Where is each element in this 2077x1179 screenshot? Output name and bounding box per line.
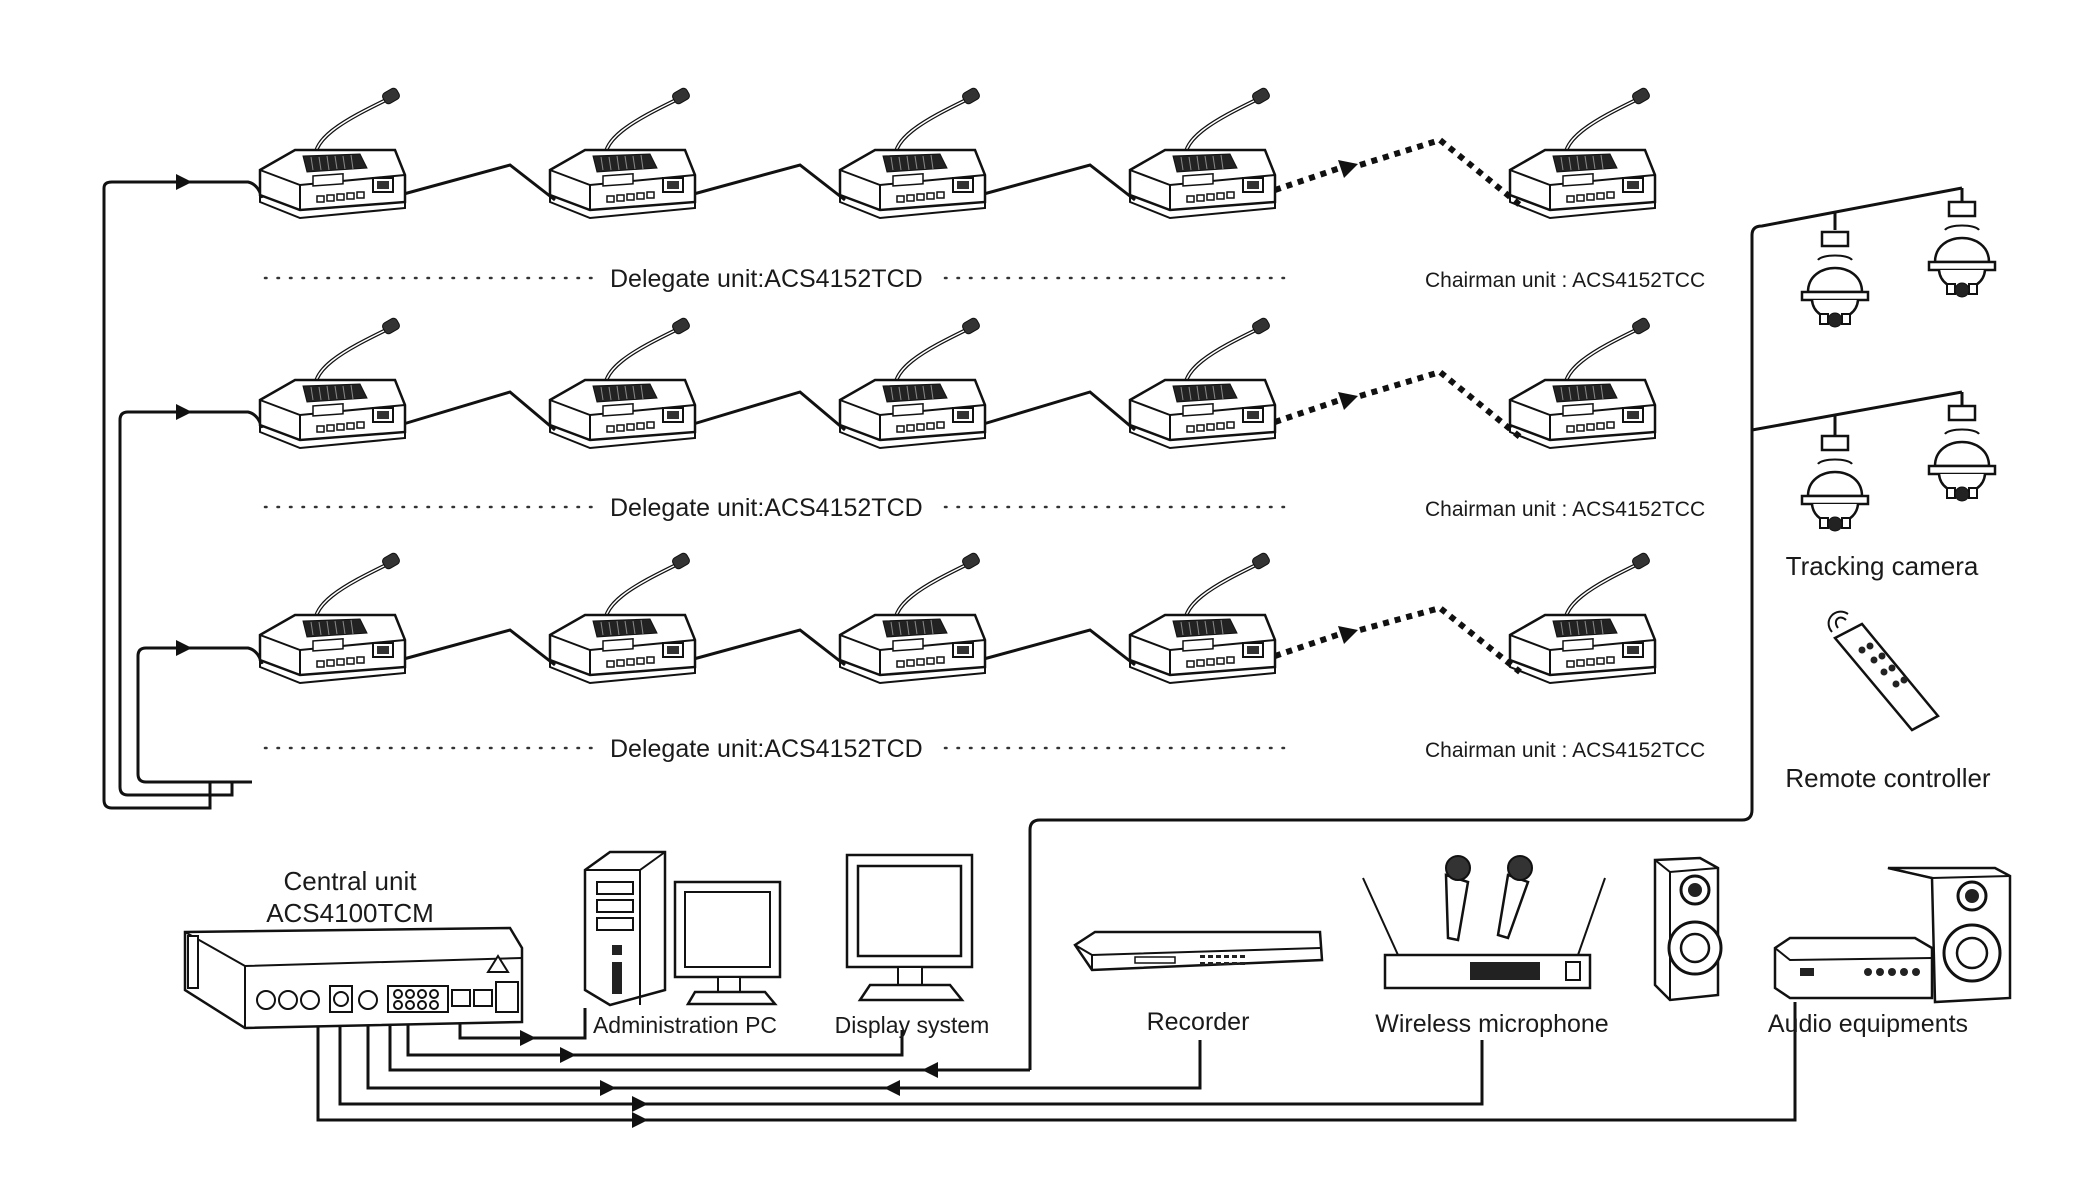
delegate-unit-icon: [838, 549, 987, 685]
delegate-unit-icon: [838, 84, 987, 220]
feed-wire-row-3: [136, 646, 264, 784]
recorder-icon: [1073, 930, 1324, 972]
delegate-unit-icon: [548, 84, 697, 220]
audio-equipments-label: Audio equipments: [1768, 1010, 1968, 1038]
wireless-microphone-label: Wireless microphone: [1375, 1010, 1608, 1038]
delegate-unit-icon: [258, 549, 407, 685]
remote-controller-label: Remote controller: [1785, 763, 1991, 793]
chairman-unit-label-row-3: Chairman unit : ACS4152TCC: [1425, 739, 1705, 762]
dome-camera-icon: [1927, 404, 1997, 503]
feed-wire-row-2: [118, 410, 264, 797]
row-3-units: [258, 549, 1657, 685]
delegate-unit-label-row-2: Delegate unit:ACS4152TCD: [610, 494, 923, 522]
administration-pc-label: Administration PC: [593, 1012, 777, 1038]
tracking-camera-label: Tracking camera: [1786, 551, 1979, 581]
tracking-cameras: [1800, 200, 1997, 533]
arrow-marker: [176, 640, 192, 656]
delegate-unit-icon: [548, 549, 697, 685]
chairman-unit-label-row-1: Chairman unit : ACS4152TCC: [1425, 269, 1705, 292]
delegate-unit-icon: [258, 84, 407, 220]
delegate-unit-icon: [548, 314, 697, 450]
delegate-unit-icon: [1128, 314, 1277, 450]
feed-wire-row-1: [102, 180, 264, 810]
delegate-unit-icon: [838, 314, 987, 450]
display-system-icon: [845, 853, 974, 1002]
camera-wires: [1028, 186, 1964, 1070]
central-unit-model-label: ACS4100TCM: [266, 898, 434, 928]
row-1-units: [258, 84, 1657, 220]
remote-control-icon: [1827, 610, 1940, 732]
central-unit-label: Central unit: [284, 866, 418, 896]
chairman-unit-icon: [1508, 84, 1657, 220]
central-unit-icon: [183, 926, 524, 1030]
arrow-marker: [176, 404, 192, 420]
delegate-unit-label-row-3: Delegate unit:ACS4152TCD: [610, 735, 923, 763]
audio-equipments-icon: [1653, 856, 2012, 1004]
dome-camera-icon: [1800, 230, 1870, 329]
delegate-unit-icon: [258, 314, 407, 450]
dome-camera-icon: [1927, 200, 1997, 299]
chairman-unit-icon: [1508, 314, 1657, 450]
chairman-unit-label-row-2: Chairman unit : ACS4152TCC: [1425, 498, 1705, 521]
chairman-unit-icon: [1508, 549, 1657, 685]
arrow-marker: [176, 174, 192, 190]
daisy-chain-wires: [399, 136, 1522, 675]
delegate-unit-label-row-1: Delegate unit:ACS4152TCD: [610, 265, 923, 293]
row-2-units: [258, 314, 1657, 450]
dome-camera-icon: [1800, 434, 1870, 533]
delegate-unit-icon: [1128, 84, 1277, 220]
recorder-label: Recorder: [1147, 1008, 1250, 1036]
administration-pc-icon: [583, 850, 782, 1007]
wireless-microphone-icon: [1362, 855, 1606, 990]
display-system-label: Display system: [835, 1012, 990, 1038]
delegate-unit-icon: [1128, 549, 1277, 685]
